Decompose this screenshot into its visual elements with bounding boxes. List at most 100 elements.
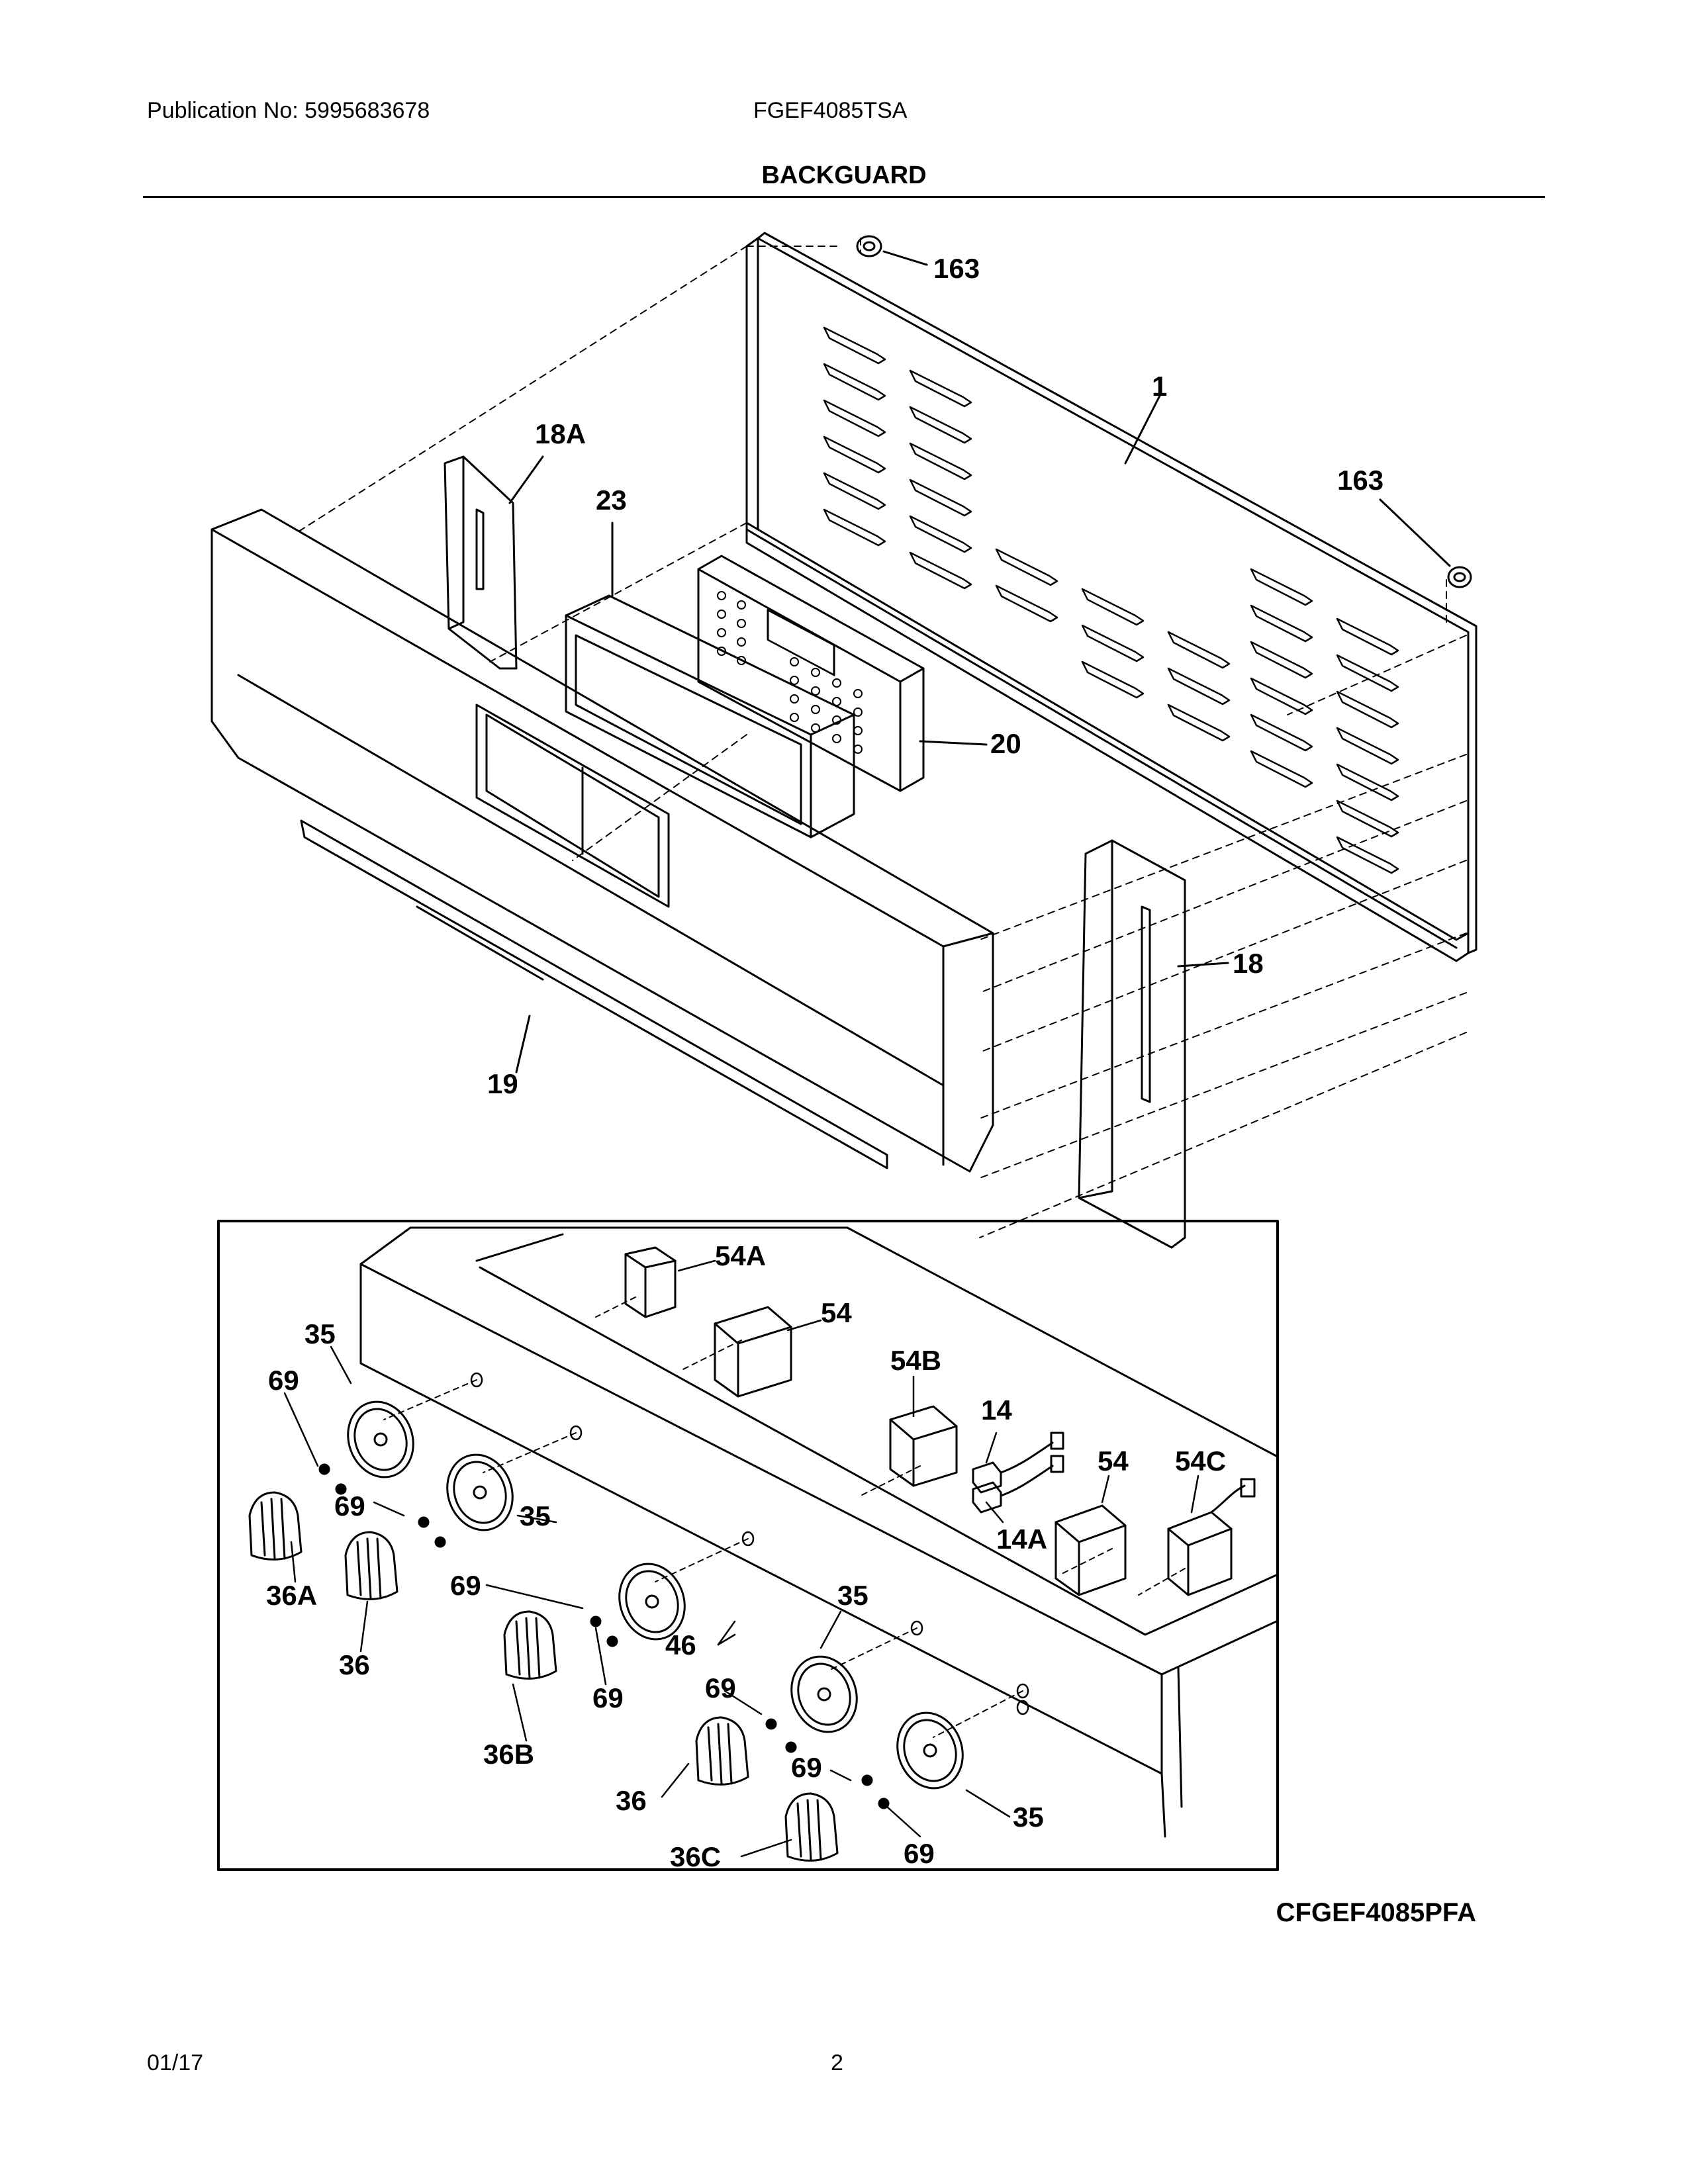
- board-button: [717, 610, 726, 619]
- display-frame: [565, 522, 855, 839]
- board-button: [790, 657, 799, 666]
- louver-slot: [909, 442, 972, 480]
- screw: [785, 1741, 797, 1753]
- knob-ribs: [515, 1617, 541, 1679]
- screw: [861, 1774, 873, 1786]
- louver-slot: [1336, 799, 1399, 838]
- model-number: FGEF4085TSA: [753, 98, 908, 123]
- connector-14a: [972, 1455, 1064, 1514]
- revision-date: 01/17: [147, 2050, 204, 2075]
- louver-slot: [1167, 631, 1231, 669]
- switch-54a: [624, 1246, 677, 1318]
- callout-20: 20: [990, 728, 1021, 759]
- screw: [335, 1483, 347, 1495]
- board-button: [832, 734, 841, 743]
- switch-54c: [1167, 1478, 1256, 1596]
- rear-panel: [745, 232, 1477, 962]
- louver-slot: [1336, 690, 1399, 729]
- page-number: 2: [831, 2050, 843, 2075]
- board-button: [853, 726, 863, 735]
- callout-14a: 14A: [996, 1524, 1047, 1555]
- callout-54c: 54C: [1175, 1445, 1226, 1477]
- callout-35-d: 35: [1013, 1801, 1044, 1833]
- louver-slot: [909, 551, 972, 590]
- board-button: [717, 647, 726, 656]
- bezel-hub: [645, 1594, 659, 1609]
- alignment-lines: [296, 238, 1467, 1238]
- board-button: [717, 628, 726, 637]
- callout-69-e: 69: [705, 1672, 736, 1704]
- bezel-ring: [347, 1400, 414, 1479]
- board-button: [737, 637, 746, 647]
- callout-36a: 36A: [266, 1580, 317, 1611]
- louver-slot: [1250, 677, 1313, 715]
- board-button: [737, 600, 746, 610]
- callout-163-top: 163: [933, 253, 980, 284]
- bezel-inner: [353, 1408, 408, 1471]
- callout-54a: 54A: [715, 1240, 766, 1271]
- louver-slot: [823, 508, 886, 547]
- bezel-ring: [618, 1563, 686, 1641]
- louver-slot: [1081, 660, 1145, 699]
- knob-body: [503, 1610, 557, 1680]
- louver-slot: [1250, 568, 1313, 606]
- knob-body: [344, 1531, 399, 1600]
- louver-slot: [1336, 654, 1399, 692]
- rear-panel-louvers: [823, 326, 1399, 874]
- switch-54-lower: [1055, 1504, 1127, 1596]
- louver-slot: [1081, 624, 1145, 662]
- right-bracket: [1078, 839, 1229, 1249]
- board-button: [717, 591, 726, 600]
- callout-69-d: 69: [592, 1682, 624, 1713]
- callout-69-f: 69: [791, 1752, 822, 1783]
- bezel-hub: [473, 1485, 487, 1500]
- screw: [318, 1463, 330, 1475]
- callout-36-b: 36: [616, 1785, 647, 1816]
- callout-54b: 54B: [890, 1345, 941, 1376]
- bezels: [347, 1400, 964, 1790]
- callout-36c: 36C: [670, 1841, 721, 1872]
- board-button: [811, 705, 820, 714]
- bezel-hub: [817, 1687, 831, 1702]
- bezel-inner: [903, 1719, 957, 1782]
- louver-slot: [1250, 641, 1313, 679]
- callout-35-b: 35: [520, 1500, 551, 1531]
- inset-leader-lines: [283, 1259, 1199, 1858]
- callout-69-g: 69: [904, 1838, 935, 1869]
- louver-slot: [1081, 588, 1145, 626]
- publication-number: Publication No: 5995683678: [147, 98, 430, 123]
- screw: [434, 1536, 446, 1548]
- callout-18a: 18A: [535, 418, 586, 449]
- screw: [418, 1516, 430, 1528]
- louver-slot: [1336, 617, 1399, 656]
- screw: [606, 1635, 618, 1647]
- screw: [878, 1797, 890, 1809]
- callout-23: 23: [596, 484, 627, 516]
- callout-69-a: 69: [268, 1365, 299, 1396]
- board-button: [790, 694, 799, 704]
- bumper-right: [1379, 498, 1472, 588]
- callout-36b: 36B: [483, 1739, 534, 1770]
- louver-slot: [995, 548, 1058, 586]
- knob-body: [784, 1792, 839, 1862]
- louver-slot: [1250, 604, 1313, 643]
- connector-14: [972, 1432, 1064, 1494]
- callout-14: 14: [981, 1394, 1012, 1426]
- screws: [318, 1463, 890, 1809]
- bumper-top: [856, 235, 928, 266]
- louver-slot: [823, 472, 886, 510]
- callout-35-c: 35: [837, 1580, 868, 1611]
- louver-slot: [909, 478, 972, 517]
- callout-163-right: 163: [1337, 465, 1383, 496]
- board-button: [853, 707, 863, 717]
- page-title: BACKGUARD: [761, 161, 927, 189]
- board-button: [811, 686, 820, 696]
- switch-54-upper: [714, 1306, 792, 1398]
- louver-slot: [1336, 763, 1399, 801]
- louver-slot: [823, 399, 886, 437]
- callout-69-b: 69: [334, 1490, 365, 1522]
- louver-slot: [995, 584, 1058, 623]
- board-button: [853, 745, 863, 754]
- control-board: [697, 555, 988, 792]
- callout-18: 18: [1233, 948, 1264, 979]
